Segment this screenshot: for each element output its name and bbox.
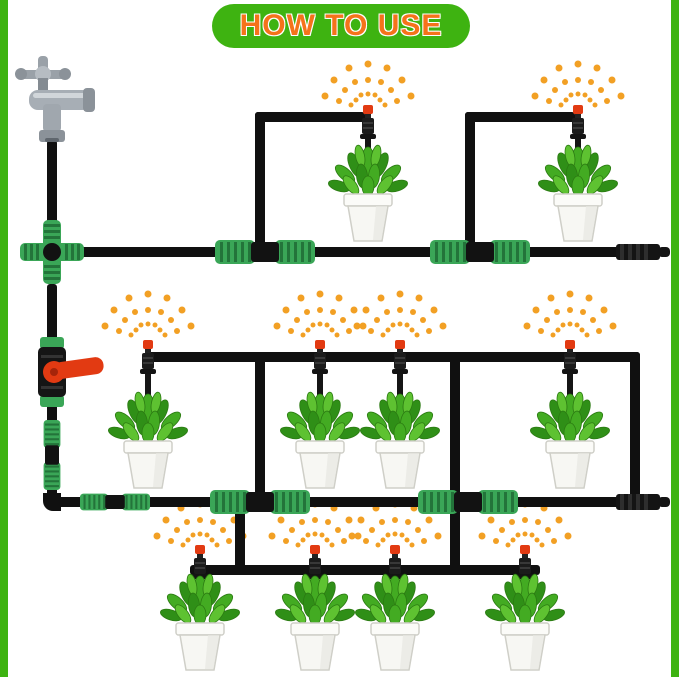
- pipe-bottom-manifold: [190, 565, 540, 575]
- coupling-icon: [215, 238, 315, 266]
- pipe-left-run: [47, 284, 57, 344]
- coupling-icon: [210, 488, 310, 516]
- small-coupling-icon: [41, 420, 63, 490]
- potted-plant-icon: [345, 567, 445, 672]
- pipe-feeder: [255, 352, 265, 502]
- potted-plant-icon: [528, 138, 628, 243]
- left-green-border: [0, 0, 8, 677]
- pipe-faucet-drop: [47, 140, 57, 252]
- pipe-branch: [465, 112, 575, 122]
- valve-icon: [12, 337, 112, 407]
- coupling-icon: [430, 238, 530, 266]
- end-plug-icon: [616, 489, 672, 515]
- pipe-main-line-2: [52, 497, 632, 507]
- pipe-branch: [255, 112, 365, 122]
- potted-plant-icon: [318, 138, 418, 243]
- potted-plant-icon: [350, 385, 450, 490]
- pipe-riser: [465, 112, 475, 252]
- pipe-right-drop: [630, 352, 640, 502]
- pipe-riser: [255, 112, 265, 252]
- small-coupling-icon: [80, 491, 150, 513]
- header-banner: HOW TO USE: [212, 4, 470, 48]
- pipe-main-line-1: [52, 247, 632, 257]
- water-spray-icon: [88, 272, 208, 342]
- pipe-feeder: [235, 502, 245, 575]
- potted-plant-icon: [520, 385, 620, 490]
- tee-connector-icon: [20, 220, 84, 284]
- faucet-icon: [9, 54, 109, 154]
- water-spray-icon: [510, 272, 630, 342]
- page-title: HOW TO USE: [239, 9, 443, 42]
- pipe-feeder: [450, 352, 460, 575]
- pipe-middle-manifold: [145, 352, 640, 362]
- water-spray-icon: [518, 42, 638, 112]
- water-spray-icon: [340, 272, 460, 342]
- potted-plant-icon: [98, 385, 198, 490]
- water-spray-icon: [308, 42, 428, 112]
- potted-plant-icon: [475, 567, 575, 672]
- coupling-icon: [418, 488, 518, 516]
- right-green-border: [671, 0, 679, 677]
- potted-plant-icon: [150, 567, 250, 672]
- end-plug-icon: [616, 239, 672, 265]
